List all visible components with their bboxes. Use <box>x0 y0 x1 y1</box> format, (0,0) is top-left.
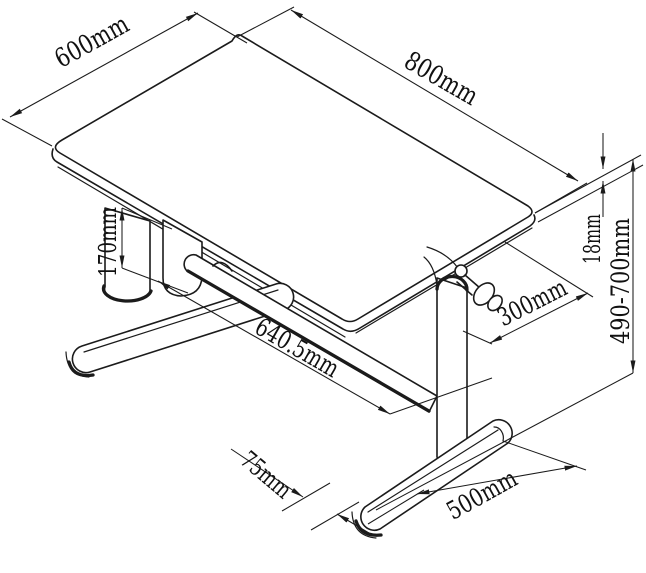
right-foot-back-cap-line <box>493 426 504 442</box>
dim-arrow-foot-width-b <box>336 513 375 537</box>
ext-line <box>502 440 587 471</box>
dim-label-handle-offset: 300mm <box>493 273 572 333</box>
crank-pivot-ball <box>454 264 468 278</box>
ext-line <box>389 377 493 415</box>
dim-handle-offset: 300mm <box>489 273 589 344</box>
dim-desktop-thickness: 18mm <box>580 133 606 264</box>
left-foot-glide-pad <box>67 360 95 378</box>
ext-line <box>193 11 248 44</box>
right-column-bracket-curve <box>423 256 438 286</box>
ext-line <box>534 154 642 214</box>
dim-label-desktop-width: 800mm <box>399 46 483 112</box>
right-column-body <box>436 277 468 464</box>
dim-line-frame-length <box>157 280 391 415</box>
dim-line-handle-offset <box>489 292 589 344</box>
crank-arm-curve <box>426 246 459 269</box>
right-column-top-dome <box>435 274 469 292</box>
crank-rod-edge-2 <box>456 281 473 296</box>
dim-label-underside-drop: 170mm <box>94 207 122 277</box>
dim-height-range: 490-700mm <box>606 159 636 373</box>
dim-line-desktop-depth <box>9 12 199 118</box>
ext-line <box>281 482 331 512</box>
ext-line <box>537 164 644 223</box>
right-foot-glide-edge <box>351 511 377 539</box>
right-foot-glide-pad <box>354 519 383 537</box>
dim-underside-drop: 170mm <box>94 207 125 277</box>
left-column-bottom-cap <box>101 284 153 303</box>
ext-line <box>1 118 53 147</box>
dim-label-desktop-thickness: 18mm <box>580 214 606 264</box>
ext-line <box>310 501 360 531</box>
dim-label-desktop-depth: 600mm <box>50 9 135 74</box>
ext-line <box>462 330 493 345</box>
dim-line-foot-length <box>416 465 578 495</box>
dim-foot-width: 75mm <box>230 446 375 537</box>
crossbeam-clip <box>212 261 233 272</box>
ext-line <box>504 241 594 298</box>
dim-label-height-range: 490-700mm <box>606 218 635 344</box>
ext-line <box>236 6 295 38</box>
ext-line <box>121 207 173 230</box>
ext-line <box>367 489 425 525</box>
dim-label-foot-width: 75mm <box>235 446 298 505</box>
left-leg-column <box>101 207 153 303</box>
dim-line-desktop-width <box>290 9 579 182</box>
dim-arrow-foot-width-a <box>230 448 304 498</box>
crank-rod-edge-1 <box>464 274 481 289</box>
